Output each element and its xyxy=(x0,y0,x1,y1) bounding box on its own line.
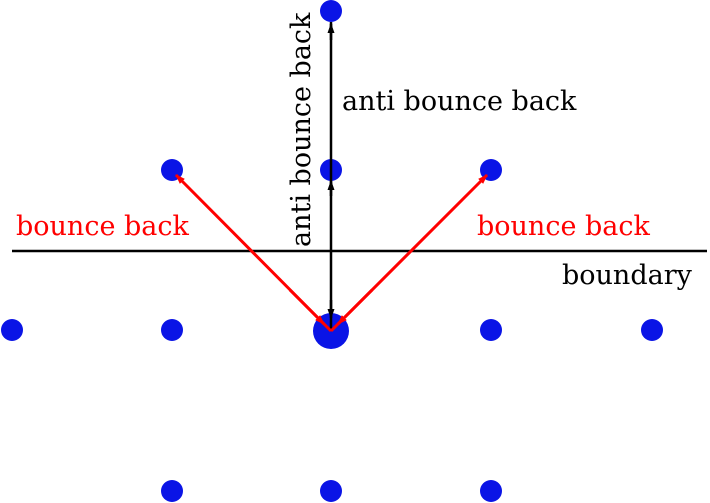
anti-bounce-back-label-vertical: anti bounce back xyxy=(286,12,317,247)
boundary-label: boundary xyxy=(562,260,693,291)
lattice-node-mid-right xyxy=(480,319,502,341)
lattice-node-mid-far-left xyxy=(1,319,23,341)
lattice-node-top xyxy=(320,0,342,22)
bounce-back-label-right: bounce back xyxy=(477,211,651,242)
lattice-node-bottom-left xyxy=(161,480,183,502)
bounce-back-label-left: bounce back xyxy=(16,211,190,242)
anti-bounce-back-label-horizontal: anti bounce back xyxy=(342,86,577,117)
bounce-back-arrow-left-return xyxy=(288,288,326,326)
lattice-node-bottom-center xyxy=(320,480,342,502)
lattice-node-bottom-right xyxy=(480,480,502,502)
lattice-node-mid-left xyxy=(161,319,183,341)
bounce-back-arrow-right-return xyxy=(336,288,374,326)
lattice-node-mid-far-right xyxy=(641,319,663,341)
